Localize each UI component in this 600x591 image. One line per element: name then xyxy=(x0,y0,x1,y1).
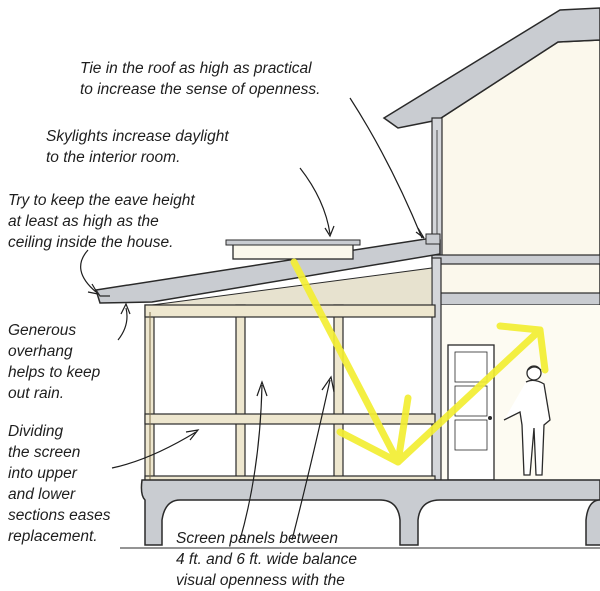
annotation-line: Dividing xyxy=(8,423,64,440)
annotation-line: Try to keep the eave height xyxy=(8,192,195,209)
annotation-line: out rain. xyxy=(8,385,65,402)
annotation-line: replacement. xyxy=(8,528,98,545)
annotation-overhang: Generous overhang helps to keep out rain… xyxy=(8,320,100,404)
annotation-line: sections eases xyxy=(8,507,111,524)
annotation-dividing-screen: Dividing the screen into upper and lower… xyxy=(8,421,111,547)
annotation-eave-height: Try to keep the eave height at least as … xyxy=(8,190,195,253)
ceiling-band xyxy=(431,292,600,306)
person-figure xyxy=(503,365,551,476)
annotation-line: Tie in the roof as high as practical xyxy=(80,60,312,77)
floor-band xyxy=(431,254,600,265)
annotation-skylights: Skylights increase daylight to the inter… xyxy=(46,126,229,168)
porch-house-wall xyxy=(431,257,442,481)
annotation-line: Skylights increase daylight xyxy=(46,128,229,145)
annotation-line: 4 ft. and 6 ft. wide balance xyxy=(176,551,357,568)
sunlight-arrows xyxy=(290,258,549,466)
annotation-line: Screen panels between xyxy=(176,530,339,547)
annotation-roof-tie: Tie in the roof as high as practical to … xyxy=(80,58,320,100)
annotation-line: Generous xyxy=(8,322,77,339)
annotation-line: the screen xyxy=(8,444,81,461)
annotation-screen-panels: Screen panels between 4 ft. and 6 ft. wi… xyxy=(176,528,357,591)
annotation-line: helps to keep xyxy=(8,364,101,381)
annotation-line: overhang xyxy=(8,343,73,360)
house-roof xyxy=(382,7,600,129)
annotation-line: to increase the sense of openness. xyxy=(80,81,321,98)
foundation xyxy=(140,479,600,546)
annotation-line: at least as high as the xyxy=(8,213,159,230)
annotation-line: to the interior room. xyxy=(46,149,181,166)
annotation-line: ceiling inside the house. xyxy=(8,234,174,251)
leader-lines xyxy=(80,97,425,541)
annotation-line: and lower xyxy=(8,486,76,503)
gutter xyxy=(425,233,441,245)
annotation-line: into upper xyxy=(8,465,77,482)
